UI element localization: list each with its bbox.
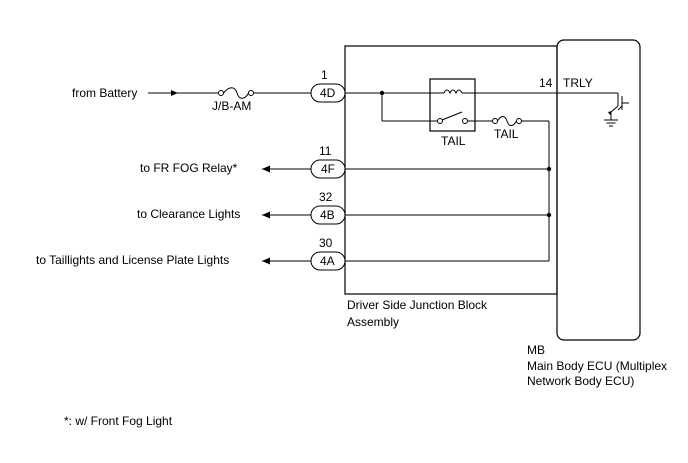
- label-fuse-jb-am: J/B-AM: [212, 99, 251, 113]
- label-relay-tail: TAIL: [441, 134, 466, 148]
- ecu-code: MB: [527, 343, 545, 357]
- ecu-label-1: Main Body ECU (Multiplex: [527, 359, 667, 373]
- label-to-fog-relay: to FR FOG Relay*: [140, 161, 238, 175]
- connector-4d-label: 4D: [320, 86, 336, 100]
- fuse-jb-am-icon: [218, 87, 254, 99]
- ecu-box: [556, 39, 641, 341]
- label-to-clearance: to Clearance Lights: [137, 207, 240, 221]
- connector-4f-label: 4F: [321, 162, 335, 176]
- label-fuse-tail: TAIL: [494, 127, 519, 141]
- pin-1: 1: [321, 68, 328, 82]
- arrow-4b: [262, 211, 270, 219]
- junction-block-label-1: Driver Side Junction Block: [347, 298, 488, 312]
- junction-block-label-2: Assembly: [347, 315, 399, 329]
- label-from-battery: from Battery: [72, 86, 137, 100]
- ecu-terminal-trly: TRLY: [563, 76, 593, 90]
- label-to-taillights: to Taillights and License Plate Lights: [36, 253, 229, 267]
- ecu-label-2: Network Body ECU): [527, 374, 634, 388]
- relay-tail-icon: [429, 78, 476, 132]
- junction-block-box: [344, 45, 558, 295]
- pin-11: 11: [319, 144, 332, 158]
- connector-4a-label: 4A: [320, 254, 335, 268]
- footnote: *: w/ Front Fog Light: [64, 414, 173, 428]
- ecu-transistor-icon: [557, 92, 629, 127]
- fuse-tail-icon: [492, 116, 522, 126]
- pin-32: 32: [319, 190, 333, 204]
- arrow-4a: [262, 257, 270, 265]
- ecu-pin-14: 14: [539, 76, 553, 90]
- arrow-battery: [171, 90, 178, 96]
- arrow-4f: [262, 165, 270, 173]
- pin-30: 30: [319, 236, 333, 250]
- connector-4b-label: 4B: [320, 208, 335, 222]
